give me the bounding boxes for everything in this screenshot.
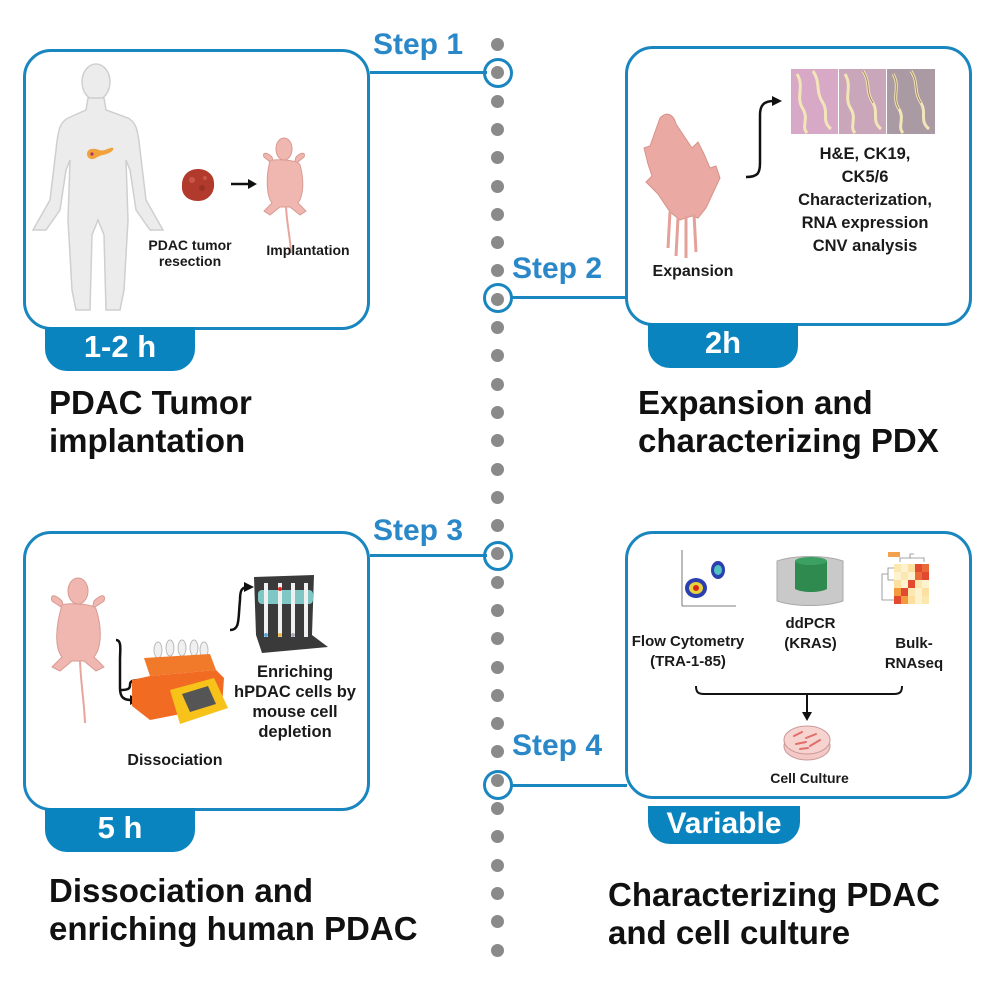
timeline-dot xyxy=(491,378,504,391)
mice-group-icon xyxy=(643,113,721,258)
arrow-right-icon xyxy=(231,179,257,189)
step3-duration: 5 h xyxy=(97,810,143,845)
ddpcr-machine-icon xyxy=(776,556,844,606)
step3-title: Dissociation and enriching human PDAC xyxy=(49,872,418,947)
step1-duration: 1-2 h xyxy=(83,329,157,364)
timeline-dot xyxy=(491,915,504,928)
ddpcr-label: ddPCR (KRAS) xyxy=(784,615,837,652)
histology-slides-icon xyxy=(791,69,935,135)
implantation-label: Implantation xyxy=(266,242,350,258)
flow-cytometry-plot-icon xyxy=(681,550,736,607)
timeline-dot xyxy=(491,576,504,589)
timeline-dot xyxy=(491,38,504,51)
mouse-icon xyxy=(263,137,307,254)
step4-label: Step 4 xyxy=(512,729,603,762)
timeline-dot xyxy=(491,463,504,476)
step4-duration-badge: Variable xyxy=(648,806,800,844)
human-body-icon xyxy=(31,63,165,311)
timeline-dot xyxy=(491,264,504,277)
timeline-dot xyxy=(491,859,504,872)
step2-title: Expansion and characterizing PDX xyxy=(638,384,939,459)
petri-dish-icon xyxy=(783,725,831,761)
timeline-dot xyxy=(491,236,504,249)
tumor-icon xyxy=(181,169,215,201)
step2-duration-badge: 2h xyxy=(648,323,798,368)
timeline-dot xyxy=(491,349,504,362)
timeline-dot xyxy=(491,123,504,136)
flow-cytometry-label: Flow Cytometry (TRA-1-85) xyxy=(631,633,745,670)
dissociation-label: Dissociation xyxy=(127,752,223,769)
heatmap-icon xyxy=(881,552,929,604)
step4-title: Characterizing PDAC and cell culture xyxy=(608,876,940,951)
step1-node xyxy=(483,58,513,88)
step2-connector xyxy=(510,296,627,299)
timeline-dot xyxy=(491,151,504,164)
bulk-rnaseq-label: Bulk- RNAseq xyxy=(884,635,944,672)
step4-node xyxy=(483,770,513,800)
cell-culture-label: Cell Culture xyxy=(770,770,849,786)
timeline-dot xyxy=(491,604,504,617)
timeline-dot xyxy=(491,95,504,108)
timeline-dot xyxy=(491,406,504,419)
timeline-dot xyxy=(491,661,504,674)
step2-node xyxy=(483,283,513,313)
timeline-dot xyxy=(491,208,504,221)
step4-duration: Variable xyxy=(666,807,782,840)
enriching-label: Enriching hPDAC cells by mouse cell depl… xyxy=(234,663,356,741)
mouse-icon xyxy=(51,577,105,724)
step1-title: PDAC Tumor implantation xyxy=(49,384,252,459)
timeline-dot xyxy=(491,802,504,815)
analysis-label: H&E, CK19, CK5/6 Characterization, RNA e… xyxy=(798,145,932,255)
timeline-dot xyxy=(491,830,504,843)
timeline-dot xyxy=(491,745,504,758)
timeline-dot xyxy=(491,180,504,193)
timeline-dot xyxy=(491,434,504,447)
step3-label: Step 3 xyxy=(373,514,464,547)
dissociator-icon xyxy=(115,638,228,724)
timeline-dot xyxy=(491,632,504,645)
timeline-dot xyxy=(491,689,504,702)
timeline-dot xyxy=(491,491,504,504)
curved-arrow-icon xyxy=(745,96,782,179)
bracket-icon xyxy=(695,685,903,721)
timeline-dot xyxy=(491,944,504,957)
step1-duration-badge: 1-2 h xyxy=(45,327,195,371)
step3-node xyxy=(483,541,513,571)
resection-label: PDAC tumor resection xyxy=(148,237,232,269)
expansion-label: Expansion xyxy=(652,263,734,280)
step2-duration: 2h xyxy=(704,325,742,360)
pancreas-icon xyxy=(87,147,114,160)
step3-connector xyxy=(370,554,487,557)
timeline-dot xyxy=(491,321,504,334)
timeline-dot xyxy=(491,887,504,900)
timeline-dot xyxy=(491,717,504,730)
step1-label: Step 1 xyxy=(373,28,464,61)
magnetic-separator-icon xyxy=(229,575,328,653)
timeline-dot xyxy=(491,519,504,532)
step4-connector xyxy=(510,784,627,787)
step1-connector xyxy=(370,71,487,74)
step3-duration-badge: 5 h xyxy=(45,808,195,852)
step2-label: Step 2 xyxy=(512,252,603,285)
